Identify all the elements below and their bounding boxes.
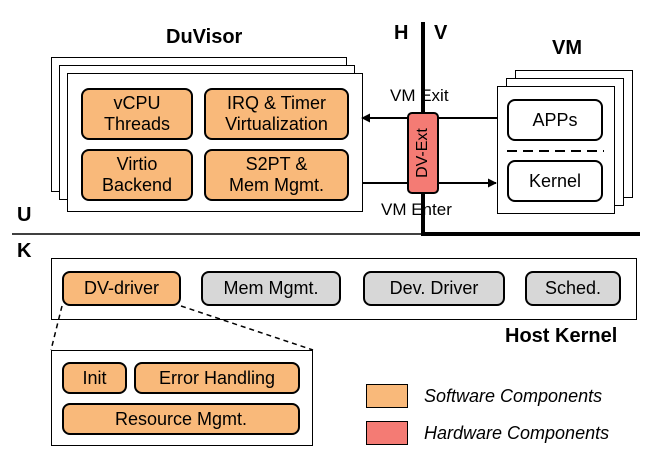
duvisor-title: DuVisor: [166, 26, 243, 48]
vm-enter-label: VM Enter: [381, 200, 452, 219]
sched-box: Sched.: [525, 271, 621, 306]
irq-timer-box: IRQ & Timer Virtualization: [204, 88, 349, 140]
dv-driver-box: DV-driver: [62, 271, 181, 306]
error-handling-box: Error Handling: [134, 362, 300, 394]
dev-driver-box: Dev. Driver: [363, 271, 505, 306]
s2pt-mem-box: S2PT & Mem Mgmt.: [204, 149, 349, 201]
init-box: Init: [62, 362, 127, 394]
legend-swatch-hardware: [366, 421, 408, 445]
host-kernel-title: Host Kernel: [505, 325, 618, 347]
dv-ext-label: DV-Ext: [414, 128, 431, 178]
vm-exit-label: VM Exit: [390, 86, 449, 105]
virtio-backend-box: Virtio Backend: [81, 149, 193, 201]
apps-box: APPs: [507, 99, 603, 141]
label-k: K: [17, 240, 32, 262]
legend-label-software: Software Components: [424, 386, 603, 406]
label-v: V: [434, 22, 448, 44]
label-u: U: [17, 204, 32, 226]
legend-swatch-software: [366, 384, 408, 408]
zoom-line-right: [180, 305, 314, 351]
vcpu-threads-box: vCPU Threads: [81, 88, 193, 140]
legend-label-hardware: Hardware Components: [424, 423, 610, 443]
dv-ext-box: [407, 112, 439, 194]
label-h: H: [394, 22, 409, 44]
zoom-line-left: [50, 305, 63, 351]
vm-title: VM: [552, 37, 582, 59]
resource-mgmt-box: Resource Mgmt.: [62, 403, 300, 435]
mem-mgmt-box: Mem Mgmt.: [201, 271, 341, 306]
vm-kernel-box: Kernel: [507, 160, 603, 202]
